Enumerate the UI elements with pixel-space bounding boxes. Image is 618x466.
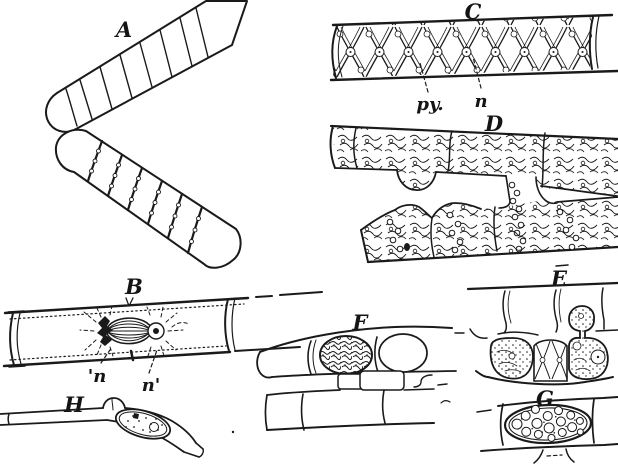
pyrenoid-leader-line xyxy=(419,62,429,93)
zygote-left xyxy=(489,337,534,380)
filament-e-bottom-line xyxy=(475,370,614,386)
zygospore-g-granules xyxy=(511,404,584,442)
filament-e-upper-walls xyxy=(454,281,618,339)
wall-dash xyxy=(437,383,448,386)
panel-c: C py. n xyxy=(329,0,618,115)
chromosome-mass xyxy=(97,316,113,346)
filament-d-upper xyxy=(329,124,618,197)
dark-granule xyxy=(404,243,410,251)
filament-d-lower xyxy=(360,196,618,267)
panel-a: A xyxy=(45,0,248,269)
filament-a-upper-cell-walls xyxy=(65,7,209,127)
lower-pyrenoid-beads xyxy=(386,208,580,254)
gamete-cell-middle xyxy=(533,339,568,382)
nucleus-leader-line xyxy=(472,56,482,89)
empty-gamete-cell xyxy=(378,333,428,373)
filament-d-upper-outline xyxy=(329,124,618,197)
mitotic-spindle xyxy=(79,297,190,362)
stray-dot xyxy=(231,430,235,434)
nucleus-left-label: 'n xyxy=(88,366,107,387)
zygote-right-with-tube xyxy=(568,305,609,381)
zygote-left-scribbles xyxy=(496,349,522,373)
zygote-right-scribbles xyxy=(573,357,591,372)
nucleus-left-leader-line xyxy=(100,346,113,364)
panel-b: B xyxy=(2,274,323,396)
nucleus-right-label: n' xyxy=(142,375,161,396)
panel-d: D xyxy=(329,111,618,267)
zygospore-f xyxy=(319,335,373,375)
panel-d-label: D xyxy=(484,111,504,136)
filament-b-walls xyxy=(2,291,323,368)
panel-f: F xyxy=(231,310,457,434)
filament-f-lower-outline xyxy=(264,388,435,431)
nucleus-label: n xyxy=(474,91,487,112)
filament-a-lower-pyrenoid-beads xyxy=(89,148,201,244)
bottom-wall-tick xyxy=(129,349,135,362)
zygospore-h xyxy=(114,408,172,440)
panel-a-label: A xyxy=(114,17,132,42)
panel-e-label: E xyxy=(550,266,568,291)
panel-c-label: C xyxy=(465,0,482,24)
panel-f-label: F xyxy=(352,310,370,335)
zygospore-g-stipple xyxy=(521,415,576,434)
filament-d-lower-outline xyxy=(360,196,618,267)
panel-h-label: H xyxy=(63,392,85,417)
filament-c-walls xyxy=(329,13,618,82)
top-wall-notch xyxy=(125,297,134,307)
filament-a-lower xyxy=(54,128,242,269)
daughter-nucleus-nucleolus xyxy=(153,328,159,334)
astral-rays xyxy=(79,305,190,357)
panel-h: H xyxy=(0,392,204,458)
zygospore-h-stipple xyxy=(125,415,163,433)
panel-g: G xyxy=(440,386,618,464)
wall-hook xyxy=(413,374,433,388)
chloroplast-lattice xyxy=(333,17,593,78)
pyrenoid-label: py. xyxy=(416,94,443,115)
panel-b-label: B xyxy=(124,274,143,299)
filament-a-upper xyxy=(45,0,248,133)
filament-g-walls xyxy=(440,396,618,464)
nucleus-right-leader-line xyxy=(148,349,158,374)
filament-h-outline xyxy=(0,397,204,458)
panel-e: E xyxy=(454,266,618,386)
small-cell-2 xyxy=(359,370,405,391)
zygospore-g xyxy=(503,403,593,445)
